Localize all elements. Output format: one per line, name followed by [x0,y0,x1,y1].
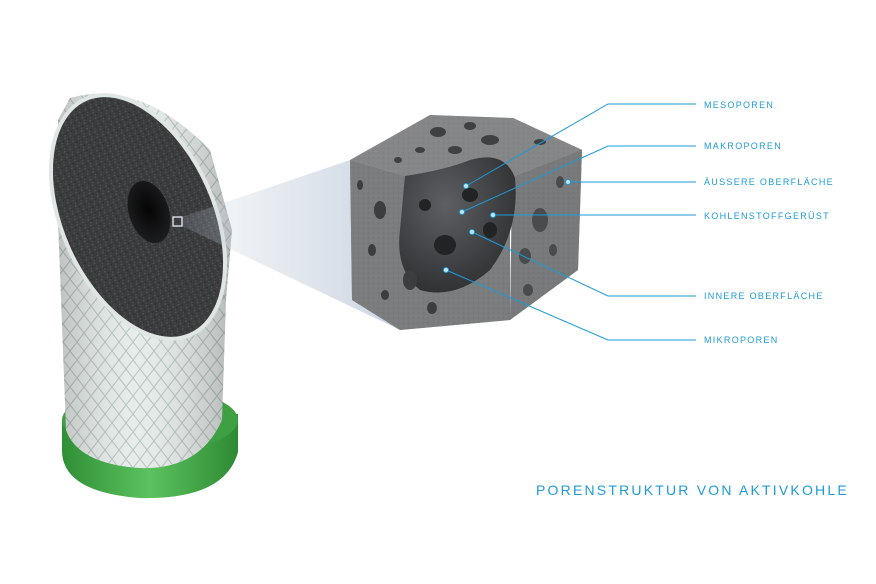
cut-away-interior [399,157,516,293]
label-mikroporen: MIKROPOREN [704,335,779,345]
label-innere-oberflaeche: INNERE OBERFLÄCHE [704,291,824,301]
filter-cartridge [48,93,238,499]
callout-dots [443,179,571,273]
diagram-title: PORENSTRUKTUR VON AKTIVKOHLE [536,482,849,498]
label-kohlenstoffgeruest: KOHLENSTOFFGERÜST [704,211,830,221]
carbon-cube [350,115,582,330]
zoom-beam [182,160,400,330]
label-aeussere-oberflaeche: ÄUSSERE OBERFLÄCHE [704,177,834,187]
label-makroporen: MAKROPOREN [704,141,783,151]
center-bore [127,180,171,244]
label-mesoporen: MESOPOREN [704,100,775,110]
callout-lines [445,103,696,341]
